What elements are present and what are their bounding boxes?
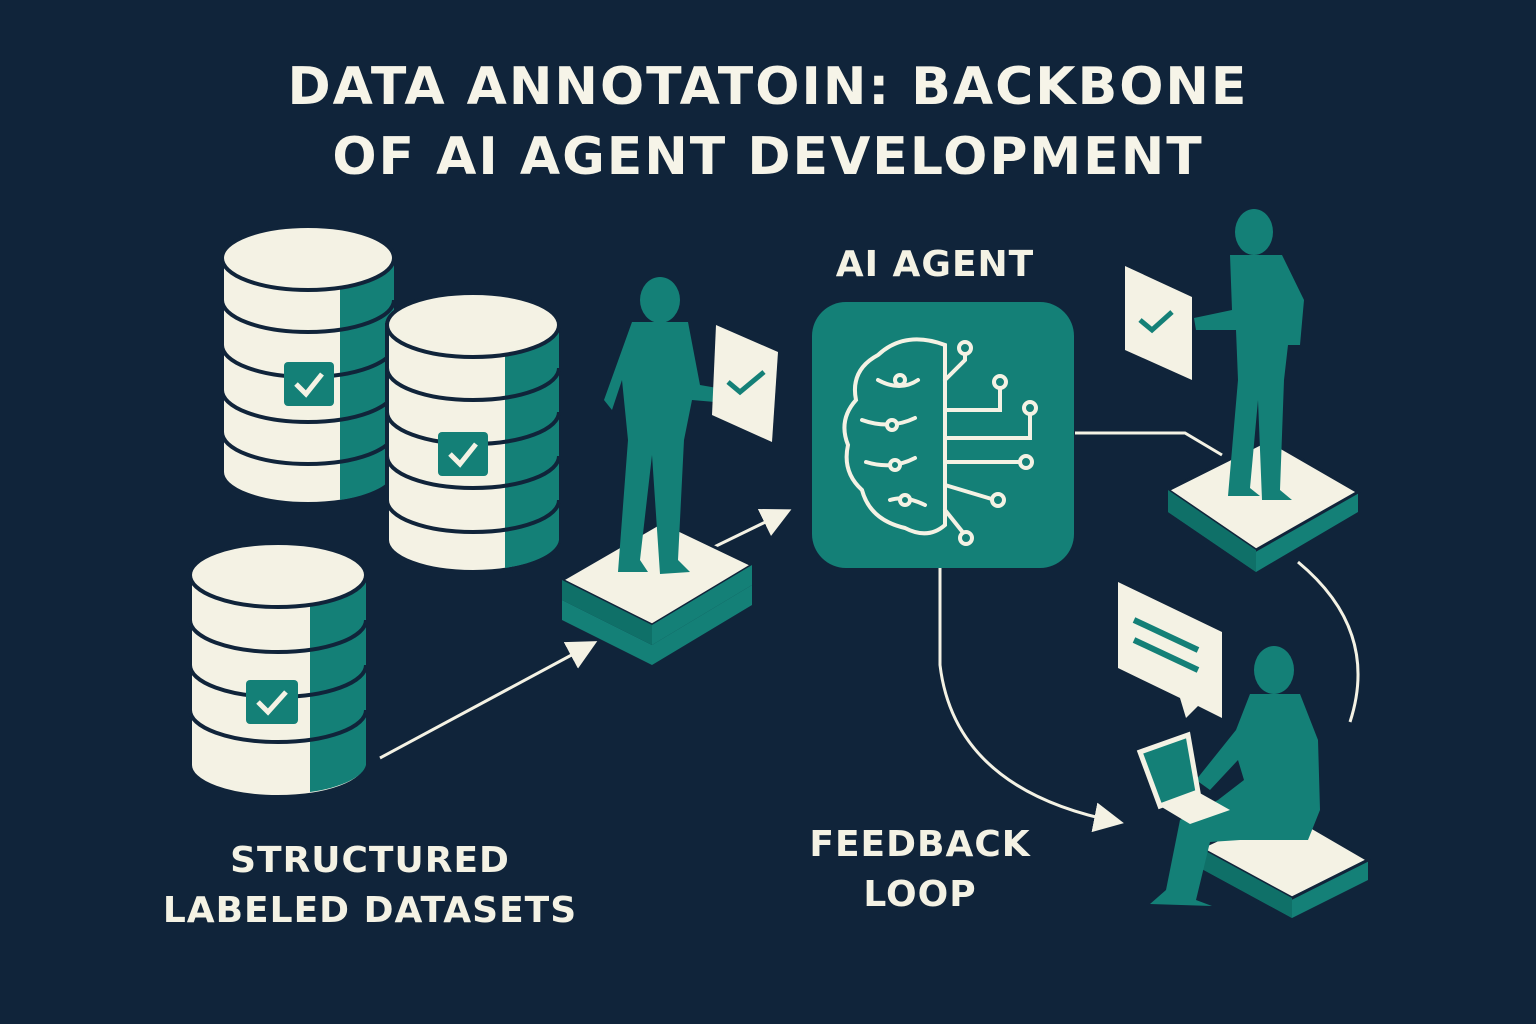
checklist-card <box>712 325 778 442</box>
database-icon <box>385 291 561 574</box>
chat-bubble-icon <box>1118 582 1222 718</box>
title-line-1: DATA ANNOTATOIN: BACKBONE <box>287 57 1249 117</box>
connector-agent-to-reviewer <box>1075 431 1223 457</box>
person-icon <box>1150 646 1320 906</box>
datasets-label-line-1: STRUCTURED <box>230 840 510 881</box>
ai-agent-label: AI AGENT <box>835 244 1035 285</box>
person-icon <box>604 277 740 574</box>
checkmark-icon <box>284 362 334 406</box>
datasets-label-line-2: LABELED DATASETS <box>162 890 578 931</box>
database-icon <box>220 224 396 506</box>
feedback-loop-label: FEEDBACK LOOP <box>790 820 1050 920</box>
checkmark-icon <box>726 370 766 396</box>
annotator-platform <box>558 520 756 665</box>
checkmark-icon <box>1138 310 1174 334</box>
checklist-card <box>1125 266 1192 380</box>
connector-feedback-loop <box>1297 560 1360 723</box>
arrow-agent-to-feedback <box>938 568 1124 833</box>
diagram-title: DATA ANNOTATOIN: BACKBONE OF AI AGENT DE… <box>0 52 1536 192</box>
arrow-datasets-to-annotator <box>379 641 598 760</box>
title-line-2: OF AI AGENT DEVELOPMENT <box>332 127 1204 187</box>
checkmark-icon <box>246 680 298 724</box>
arrow-annotator-to-agent <box>711 509 792 550</box>
database-icon <box>188 541 368 799</box>
checkmark-icon <box>438 432 488 476</box>
ai-agent-box <box>812 302 1074 568</box>
person-icon <box>1194 209 1304 500</box>
feedback-label-line-1: FEEDBACK <box>809 824 1031 865</box>
datasets-label: STRUCTURED LABELED DATASETS <box>150 836 590 936</box>
feedback-label-line-2: LOOP <box>863 874 977 915</box>
laptop-icon <box>1136 731 1230 824</box>
